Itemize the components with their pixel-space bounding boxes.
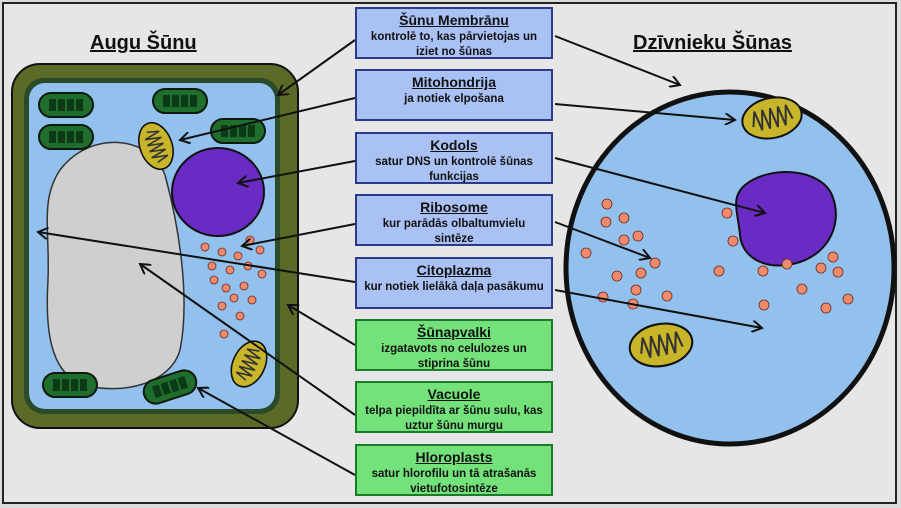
animal-cell-title: Dzīvnieku Šūnas: [633, 32, 792, 54]
label-heading: Šūnapvalki: [417, 324, 491, 340]
label-box-mitohondrija: Mitohondrija ja notiek elpošana: [355, 69, 553, 121]
animal-cell: [563, 89, 897, 447]
label-box-citoplazma: Citoplazma kur notiek lielākā daļa pasāk…: [355, 257, 553, 309]
label-description: satur hlorofilu un tā atrašanās vietufot…: [371, 468, 537, 495]
label-heading: Hloroplasts: [415, 449, 493, 465]
chloroplast-shape: [152, 88, 208, 114]
plant-nucleus-shape: [171, 147, 265, 237]
pointer-lines: [38, 35, 765, 476]
chloroplast-shape: [42, 372, 98, 398]
label-box-sunapvalki: Šūnapvalki izgatavots no celulozes un st…: [355, 319, 553, 371]
label-description: kur notiek lielākā daļa pasākumu: [364, 281, 544, 293]
chloroplast-shape: [38, 124, 94, 150]
vacuole-shape: [46, 141, 185, 390]
plant-cell: [11, 63, 299, 429]
label-heading: Citoplazma: [416, 262, 492, 278]
label-description: ja notiek elpošana: [404, 93, 504, 105]
label-box-ribosome: Ribosome kur parādās olbaltumvielu sintē…: [355, 194, 553, 246]
label-heading: Šūnu Membrānu: [399, 12, 509, 28]
label-box-kodols: Kodols satur DNS un kontrolē šūnas funkc…: [355, 132, 553, 184]
label-box-membrana: Šūnu Membrānu kontrolē to, kas pārvietoj…: [355, 7, 553, 59]
label-heading: Ribosome: [420, 199, 488, 215]
label-description: telpa piepildīta ar šūnu sulu, kas uztur…: [365, 405, 543, 432]
animal-membrane-shape: [563, 89, 897, 447]
animal-ribosomes: [580, 198, 854, 314]
animal-nucleus-shape: [735, 171, 837, 267]
chloroplast-shape: [38, 92, 94, 118]
label-heading: Kodols: [430, 137, 478, 153]
label-heading: Vacuole: [427, 386, 481, 402]
label-description: satur DNS un kontrolē šūnas funkcijas: [375, 156, 533, 183]
label-heading: Mitohondrija: [412, 74, 496, 90]
label-description: kontrolē to, kas pārvietojas un iziet no…: [370, 31, 538, 58]
plant-cell-title: Augu Šūnu: [90, 32, 197, 54]
label-box-vacuole: Vacuole telpa piepildīta ar šūnu sulu, k…: [355, 381, 553, 433]
label-description: kur parādās olbaltumvielu sintēze: [382, 218, 526, 245]
label-description: izgatavots no celulozes un stiprina šūnu: [381, 343, 527, 370]
label-box-hloroplasts: Hloroplasts satur hlorofilu un tā atraša…: [355, 444, 553, 496]
